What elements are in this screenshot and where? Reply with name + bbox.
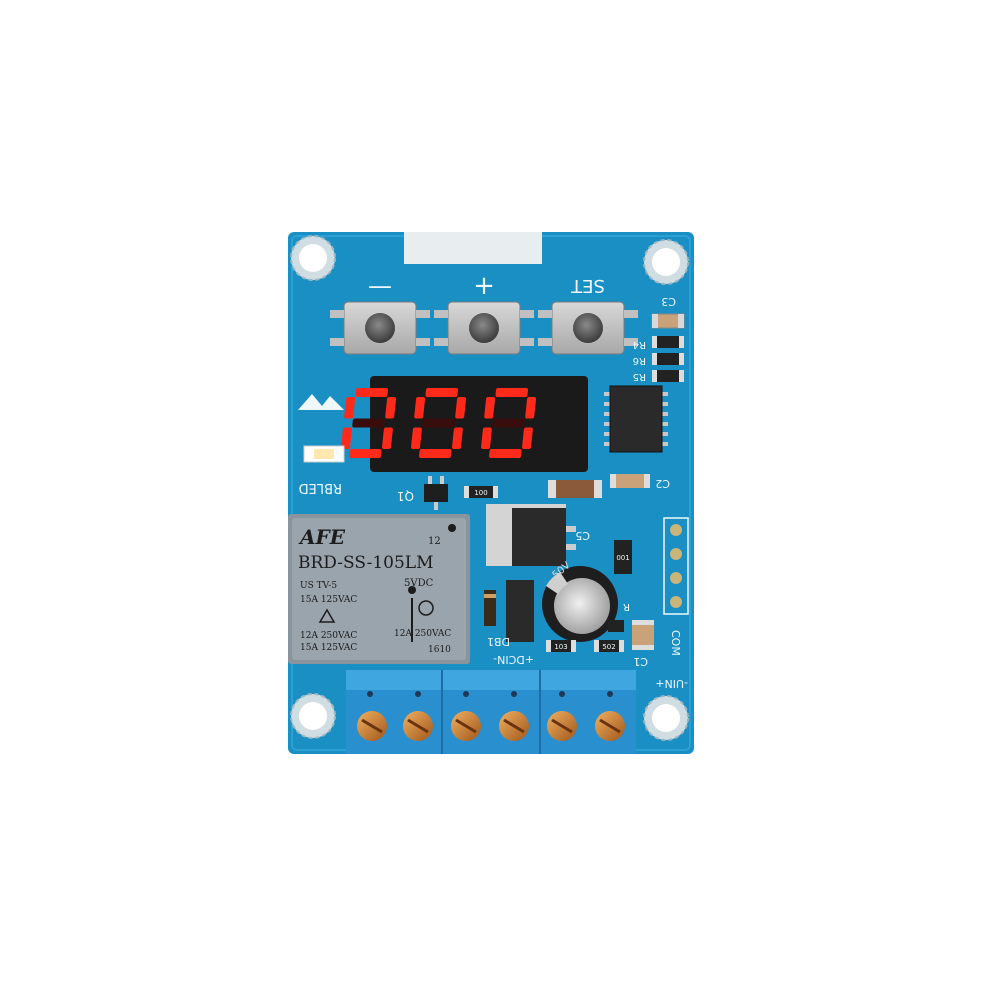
relay-cert: US TV-5 — [300, 581, 337, 591]
segment-e — [411, 427, 422, 449]
segment-d — [419, 449, 452, 458]
r5-label: R5 — [633, 371, 646, 382]
terminal-screw-5[interactable] — [547, 711, 577, 741]
segment-a — [495, 388, 529, 397]
segment-g — [492, 418, 525, 428]
relay — [288, 514, 470, 664]
terminal-screw-2[interactable] — [403, 711, 433, 741]
relay-date-code: 1610 — [428, 645, 451, 655]
res-code-502: 502 — [602, 643, 615, 651]
warning-triangle-icon — [318, 608, 336, 623]
segment-a — [355, 388, 389, 397]
relay-rating-2: 12A 250VAC — [300, 631, 357, 641]
c2-label: C2 — [655, 477, 670, 490]
terminal-screw-1[interactable] — [357, 711, 387, 741]
relay-rating-4: 12A 250VAC — [394, 629, 451, 639]
bridge-rectifier — [506, 580, 534, 642]
ic-chip — [604, 385, 668, 453]
segment-e — [481, 427, 492, 449]
segment-d — [349, 449, 382, 458]
smd-resistor-row — [464, 474, 650, 498]
segment-e — [341, 427, 352, 449]
board-logo-icon — [298, 394, 344, 410]
relay-coil: 5VDC — [404, 578, 434, 589]
relay-rating-1: 15A 125VAC — [300, 595, 357, 605]
segment-c — [522, 427, 533, 449]
com-label: COM — [669, 630, 682, 656]
screw-terminals — [346, 670, 636, 754]
smd-resistors — [652, 336, 684, 382]
set-button[interactable] — [538, 301, 638, 355]
diode — [484, 590, 496, 626]
status-led — [303, 445, 345, 463]
segment-f — [344, 397, 356, 419]
relay-rating-3: 15A 125VAC — [300, 643, 357, 653]
smd-capacitor-c3 — [651, 313, 685, 329]
electrolytic-capacitor — [542, 566, 618, 642]
dcin-label: +DCIN- — [493, 653, 534, 666]
rbled-label: RBLED — [299, 480, 342, 495]
terminal-screw-3[interactable] — [451, 711, 481, 741]
segment-g — [422, 418, 455, 428]
c3-label: C3 — [661, 295, 676, 308]
label-strip — [404, 232, 542, 264]
r-label: R — [623, 601, 630, 612]
minus-button[interactable] — [330, 301, 430, 355]
segment-f — [484, 397, 496, 419]
res-code-001: 001 — [616, 554, 629, 562]
cqc-mark-icon — [418, 600, 434, 616]
q1-label: Q1 — [397, 489, 414, 503]
relay-model: BRD-SS-105LM — [298, 553, 434, 573]
plus-button[interactable] — [434, 301, 534, 355]
regulator — [486, 504, 576, 566]
db1-label: DB1 — [487, 635, 510, 648]
segment-g — [352, 418, 385, 428]
segment-c — [382, 427, 393, 449]
minus-label: — — [368, 272, 392, 300]
c1-label: C1 — [633, 655, 648, 668]
relay-pin: 12 — [428, 536, 441, 547]
segment-c — [452, 427, 463, 449]
smd-resistor-100 — [614, 540, 632, 574]
r4-label: R4 — [633, 339, 646, 350]
segment-b — [385, 397, 397, 419]
relay-brand: AFE — [298, 525, 346, 549]
segment-d — [489, 449, 522, 458]
smd-small-parts — [546, 620, 654, 652]
segment-b — [455, 397, 467, 419]
set-label: SET — [570, 275, 605, 296]
terminal-screw-6[interactable] — [595, 711, 625, 741]
terminal-screw-4[interactable] — [499, 711, 529, 741]
seven-segment-display — [341, 376, 588, 472]
res-code-100: 100 — [474, 489, 487, 497]
segment-f — [414, 397, 426, 419]
segment-a — [425, 388, 459, 397]
mounting-holes — [290, 235, 689, 741]
res-code-103: 103 — [554, 643, 567, 651]
r6-label: R6 — [633, 355, 646, 366]
plus-label: + — [473, 271, 495, 301]
transistor-q1 — [424, 476, 448, 510]
pin-header — [663, 517, 689, 615]
uin-label: -UIN+ — [655, 677, 688, 690]
c5-label: C5 — [575, 529, 590, 542]
segment-b — [525, 397, 537, 419]
